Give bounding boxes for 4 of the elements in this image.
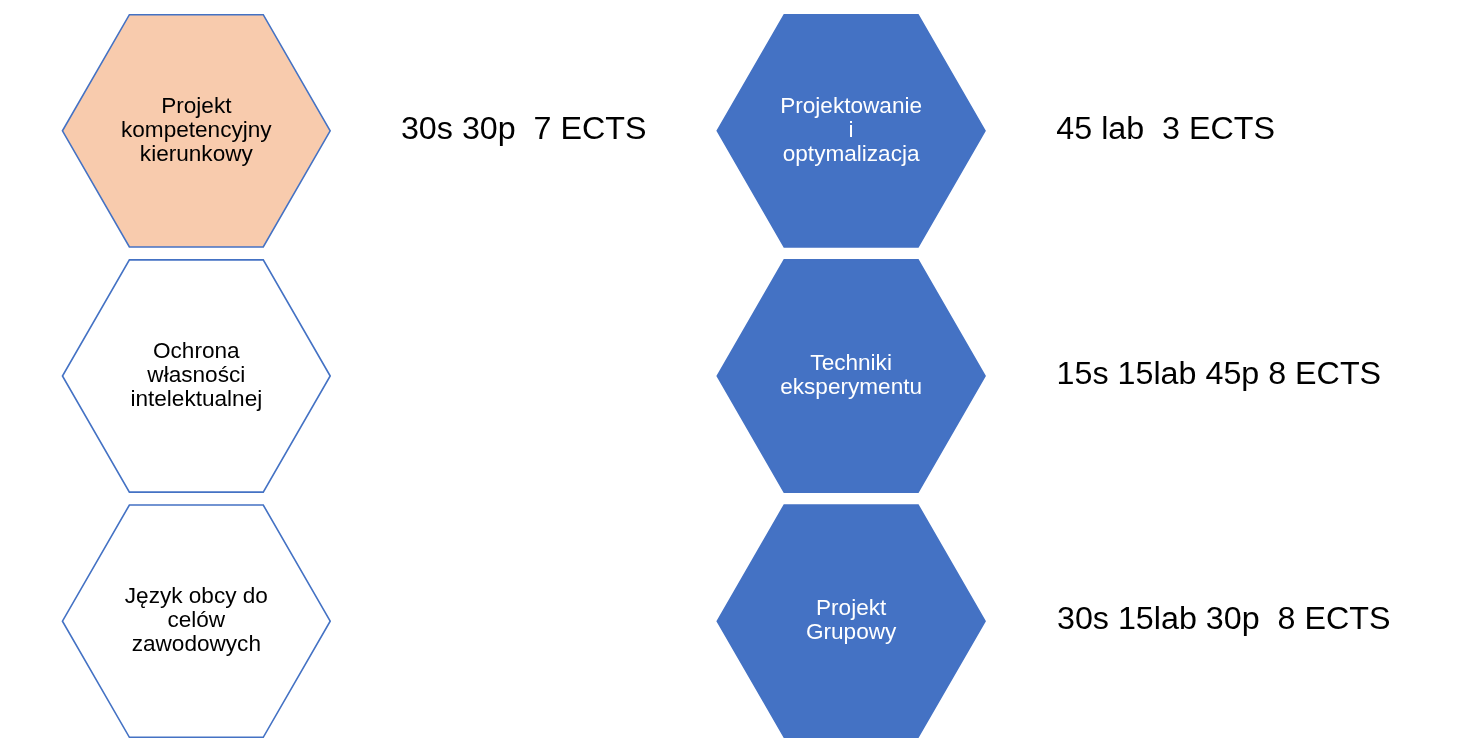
node-label: 45 lab 3 ECTS: [1056, 109, 1275, 146]
node-label: 30s 15lab 30p 8 ECTS: [1056, 600, 1391, 637]
node-label: 15s 15lab 45p 8 ECTS: [1056, 355, 1382, 392]
node-label: 30s 30p 7 ECTS: [400, 109, 647, 146]
